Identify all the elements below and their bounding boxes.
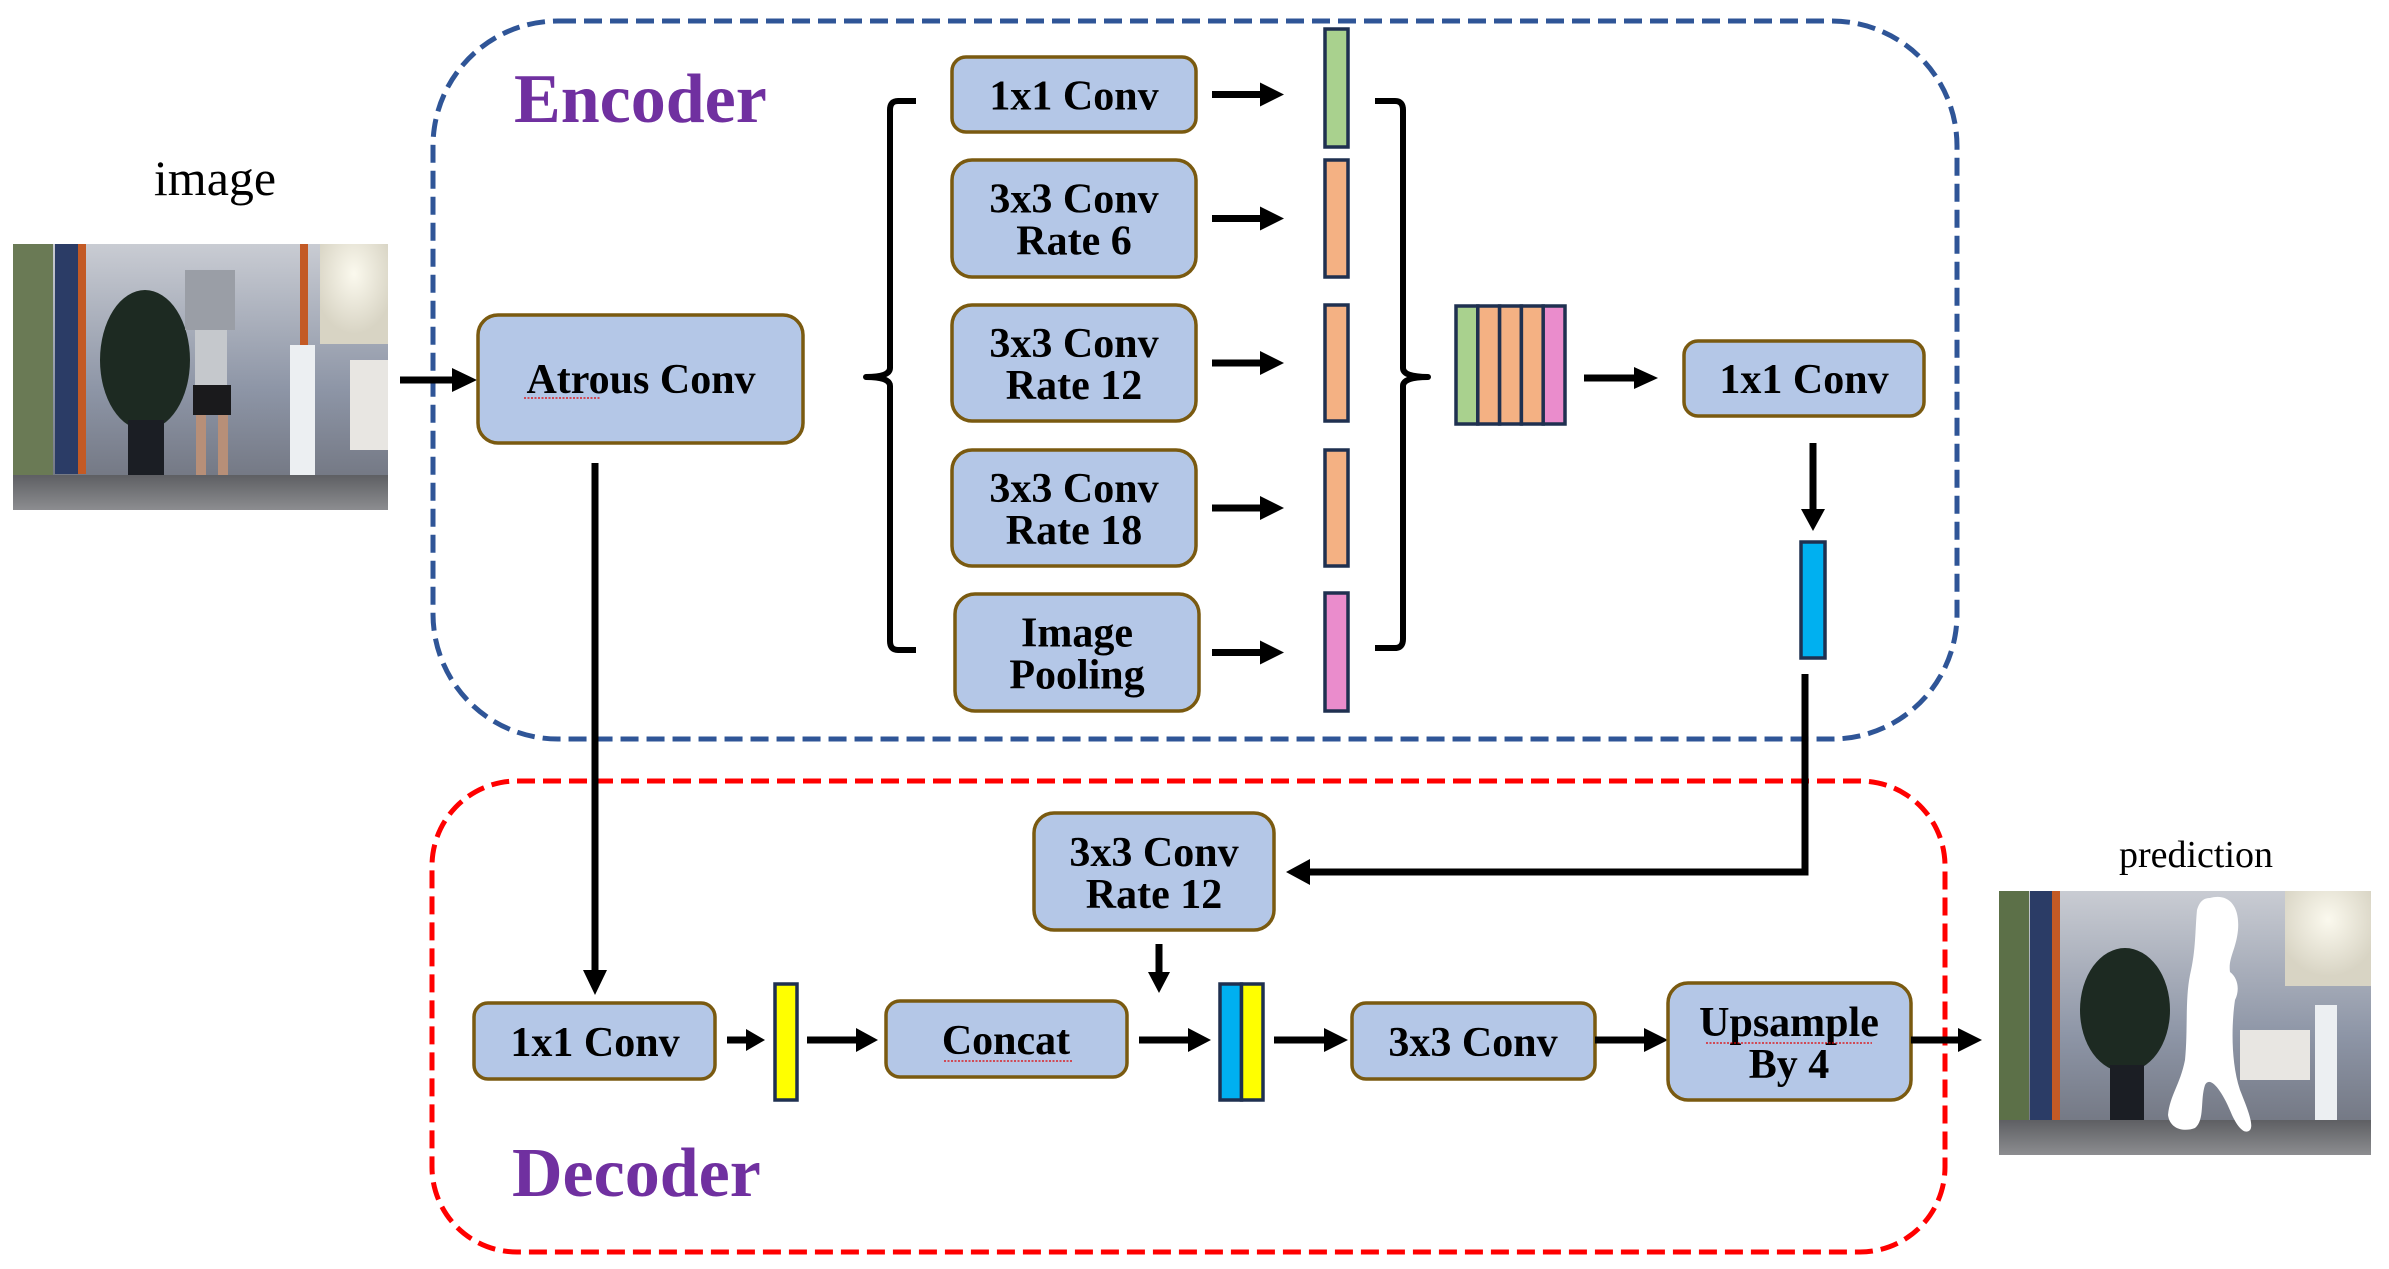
input-image-label: image [154,150,276,206]
aspp-branch-arrow [1212,206,1284,231]
aspp-branch-arrow [1212,82,1284,107]
encoder-concat-stack [1454,304,1567,426]
decoder-concat-stack [1218,982,1265,1102]
aspp-branch-arrow [1212,351,1284,375]
arrow-projection-to-feature [1801,443,1825,531]
low-level-feature [773,982,799,1102]
upsample-line-1: Upsample [1699,1000,1879,1046]
aspp-branch-label: 1x1 Conv [989,74,1158,120]
refine-conv-box[interactable]: 3x3 Conv [1350,1001,1597,1081]
aspp-branch-label: Pooling [1009,653,1144,699]
aspp-branch-label: Image [1021,611,1133,657]
aspp-feature-map [1323,158,1350,279]
encoder-stack-slice [1454,304,1480,426]
decoder-aspp-conv-box[interactable]: 3x3 Conv Rate 12 [1032,811,1276,932]
encoder-output-feature [1799,540,1827,660]
arrow-feature-to-concat [807,1028,878,1052]
aspp-branch-label: Rate 6 [1016,219,1131,265]
decoder-region [429,778,1948,1255]
aspp-feature-map [1323,303,1350,423]
arrow-concat-to-stack [1139,1028,1211,1052]
aspp-branch-label: 3x3 Conv [989,321,1158,367]
arrow-refine-to-upsample [1595,1028,1668,1052]
upsample-line-2: By 4 [1749,1042,1830,1088]
atrous-conv-label: Atrous Conv [526,357,755,403]
aspp-branch-box[interactable]: 1x1 Conv [950,55,1198,134]
encoder-stack-slice [1519,304,1545,426]
arrow-stack-to-refine [1274,1028,1348,1052]
aspp-branch-arrow [1212,496,1284,520]
decoder-stack-slice [1218,982,1244,1102]
aspp-feature-map [1323,27,1350,149]
arrow-upsample-to-prediction [1911,1028,1982,1052]
encoder-stack-slice [1541,304,1567,426]
encoder-projection-label: 1x1 Conv [1719,357,1888,403]
decoder-aspp-conv-line-1: 3x3 Conv [1069,830,1238,876]
aspp-branch-label: 3x3 Conv [989,466,1158,512]
aspp-feature-map [1323,591,1350,713]
encoder-projection-box[interactable]: 1x1 Conv [1682,339,1926,418]
decoder-lowlevel-conv-label: 1x1 Conv [510,1020,679,1066]
concat-label: Concat [942,1018,1070,1064]
person-mask [2168,896,2252,1132]
arrow-aspp-conv-down [1148,944,1170,993]
right-brace [1375,98,1431,651]
encoder-stack-slice [1497,304,1524,426]
aspp-branch-label: Rate 18 [1006,508,1142,554]
arrow-lowlevel-to-feature [727,1029,765,1051]
encoder-title: Encoder [514,61,767,138]
atrous-conv-box[interactable]: Atrous Conv [476,313,805,445]
prediction-image [1999,891,2371,1155]
decoder-title: Decoder [512,1135,761,1212]
decoder-aspp-conv-line-2: Rate 12 [1086,872,1222,918]
refine-conv-label: 3x3 Conv [1388,1020,1557,1066]
arrow-stack-to-projection [1584,367,1658,389]
concat-box[interactable]: Concat [884,999,1129,1079]
decoder-stack-slice [1239,982,1265,1102]
decoder-lowlevel-conv-box[interactable]: 1x1 Conv [472,1001,717,1081]
prediction-label: prediction [2119,834,2273,876]
arrow-atrous-to-lowlevel [583,463,607,995]
aspp-branch-label: Rate 12 [1006,363,1142,409]
left-brace [863,98,916,653]
upsample-box[interactable]: Upsample By 4 [1666,981,1913,1102]
arrow-encoder-to-decoder [1286,674,1809,885]
input-image [13,244,388,510]
arrow-input-to-atrous [400,368,477,392]
encoder-stack-slice [1476,304,1502,426]
aspp-branch-label: 3x3 Conv [989,177,1158,223]
aspp-branch-arrow [1212,640,1284,665]
aspp-feature-map [1323,448,1350,568]
